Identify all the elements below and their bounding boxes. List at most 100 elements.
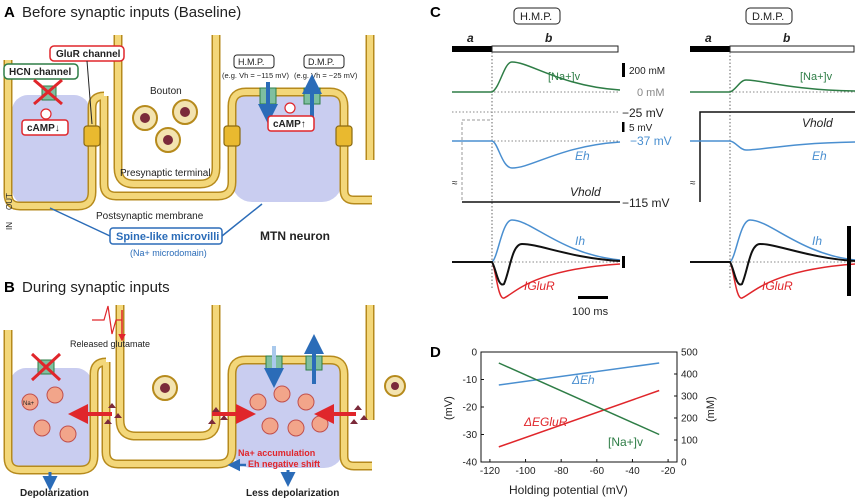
postsynaptic-label: Postsynaptic membrane xyxy=(96,211,204,222)
vhold-trace-dmp xyxy=(699,111,855,202)
scale-na-label: 200 mM xyxy=(629,66,665,77)
segment-a-bar-hmp xyxy=(452,46,492,52)
hcn-blocked-cross xyxy=(33,78,63,106)
seg-b-label-hmp: b xyxy=(545,31,552,45)
minus-icon xyxy=(40,108,52,120)
microvillus-left-area-b xyxy=(10,368,92,472)
seg-a-label-dmp: a xyxy=(705,31,712,45)
time-scale-bar xyxy=(578,296,608,299)
microvillus-right-area-b xyxy=(232,360,344,468)
vhold-label-hmp: Vhold xyxy=(570,185,601,199)
ih-label-hmp: Ih xyxy=(575,234,585,248)
y-left-tick-label: 0 xyxy=(471,348,477,359)
v-m115-label: −115 mV xyxy=(622,196,669,210)
microvilli-label: Spine-like microvilli xyxy=(116,231,219,243)
dmp-box-a xyxy=(303,54,345,69)
dmp-box-c-label: D.M.P. xyxy=(752,11,784,23)
ih-trace-dmp xyxy=(690,219,856,263)
scale-5mv-label: 5 mV xyxy=(629,123,653,134)
series-label-eh: ΔEh xyxy=(571,373,595,387)
segment-b-bar-hmp xyxy=(491,45,619,53)
series-label-eglur: ΔEGluR xyxy=(523,415,568,429)
y-left-tick-label: -20 xyxy=(463,403,478,414)
vesicles-b xyxy=(152,375,406,401)
hcn-blocked-cross-b xyxy=(30,352,62,382)
glutamate-particles xyxy=(104,403,368,424)
synaptic-vesicles xyxy=(132,99,198,153)
v-m37-label: −37 mV xyxy=(630,134,672,148)
zero-mm-label: 0 mM xyxy=(637,87,665,99)
panel-b-letter: B xyxy=(4,279,15,296)
y-right-tick-label: 200 xyxy=(681,414,698,425)
camp-down-label: cAMP↓ xyxy=(27,123,60,134)
net-current-trace-hmp xyxy=(452,242,621,286)
x-tick-label: -40 xyxy=(625,466,640,477)
na-ions xyxy=(21,385,329,443)
panel-b-title: During synaptic inputs xyxy=(22,279,170,296)
eh-trace-hmp xyxy=(452,140,621,169)
scale-bar-na xyxy=(622,63,625,77)
x-tick-label: -20 xyxy=(661,466,676,477)
na-ion-label: Na+ xyxy=(23,401,35,407)
y-right-tick-label: 300 xyxy=(681,392,698,403)
panel-d-letter: D xyxy=(430,344,441,361)
dmp-box-a-label: D.M.P. xyxy=(308,57,334,67)
hmp-box-c xyxy=(513,7,561,25)
ih-label-dmp: Ih xyxy=(812,234,822,248)
microdomain-label: (Na+ microdomain) xyxy=(130,248,207,258)
bouton-b xyxy=(117,305,219,439)
na-trace-hmp xyxy=(452,61,621,93)
y-right-tick-label: 100 xyxy=(681,436,698,447)
hmp-box-a xyxy=(233,54,275,69)
na-accumulation-label: Na+ accumulation xyxy=(238,448,315,458)
bouton-b-outline xyxy=(115,305,221,441)
hmp-box-a-label: H.M.P. xyxy=(238,57,264,67)
segment-b-bar-dmp xyxy=(729,45,855,53)
microvilli-pointer-right xyxy=(221,203,263,237)
eh-shift-label: Eh negative shift xyxy=(248,459,320,469)
axis-break-icon-dmp: ≈ xyxy=(690,178,696,189)
scale-bar-5mv xyxy=(622,122,625,132)
panel-c-letter: C xyxy=(430,4,441,21)
panel-a-title: Before synaptic inputs (Baseline) xyxy=(22,4,241,21)
plus-icon xyxy=(284,102,296,114)
ylabel-left: (mV) xyxy=(443,396,455,420)
na-label-dmp: [Na+]v xyxy=(800,71,833,83)
dmp-eg-label: (e.g. Vh = −25 mV) xyxy=(294,71,358,80)
na-trace-dmp xyxy=(690,79,856,93)
panel-a-letter: A xyxy=(4,4,15,21)
series-line-0 xyxy=(498,362,660,386)
xlabel: Holding potential (mV) xyxy=(509,483,628,497)
x-tick-label: -80 xyxy=(554,466,569,477)
scale-bar-current-dmp xyxy=(847,226,851,296)
depol-label: Depolarization xyxy=(20,488,89,499)
camp-up-label: cAMP↑ xyxy=(273,119,306,130)
spike-waveform-icon xyxy=(92,305,122,335)
in-label: IN xyxy=(5,222,14,230)
glutamate-label: Released glutamate xyxy=(70,339,150,349)
na-label-hmp: [Na+]v xyxy=(548,71,581,83)
camp-up-box xyxy=(267,115,315,132)
microvilli-pointer-left xyxy=(49,207,111,237)
glur-channel-icon xyxy=(83,125,353,147)
chart-series xyxy=(498,362,660,448)
panel-a: A Before synaptic inputs (Baseline) Bout… xyxy=(3,4,375,258)
x-tick-label: -60 xyxy=(590,466,605,477)
mtn-neuron-label: MTN neuron xyxy=(260,229,330,243)
y-left-tick-label: -40 xyxy=(463,458,478,469)
v-m25-label: −25 mV xyxy=(622,106,664,120)
camp-down-box xyxy=(21,119,69,136)
glur-channel-label: GluR channel xyxy=(56,49,121,60)
panel-c: C H.M.P. D.M.P. a b a b [Na+]v [Na+]v 20… xyxy=(430,4,856,318)
bouton-membrane-outline xyxy=(113,35,221,189)
presynaptic-label: Presynaptic terminal xyxy=(120,168,211,179)
seg-b-label-dmp: b xyxy=(783,31,790,45)
postsynaptic-membrane xyxy=(5,60,372,209)
vhold-label-dmp: Vhold xyxy=(802,116,833,130)
panel-b: B During synaptic inputs Released glutam… xyxy=(3,279,406,499)
bouton-label: Bouton xyxy=(150,86,182,97)
panel-d: D (mV) (mM) Holding potential (mV) -120-… xyxy=(430,344,717,497)
series-line-2 xyxy=(498,362,660,436)
